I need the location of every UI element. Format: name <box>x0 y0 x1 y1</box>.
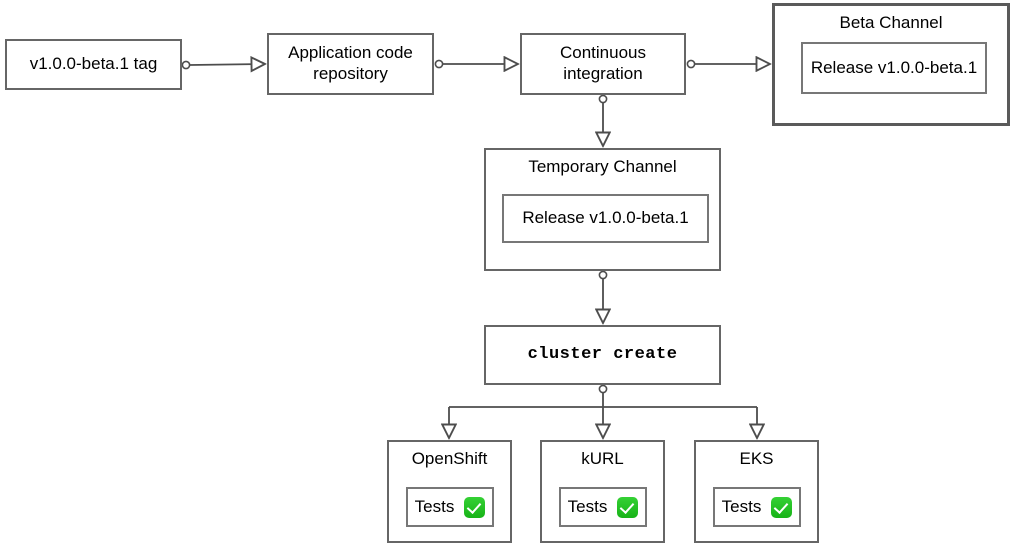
node-application-code-repository-label-line2: repository <box>313 64 388 83</box>
node-eks-tests[interactable]: Tests <box>713 487 801 527</box>
node-kurl-tests[interactable]: Tests <box>559 487 647 527</box>
node-version-tag-label: v1.0.0-beta.1 tag <box>29 54 158 74</box>
node-eks-title: EKS <box>739 449 774 468</box>
node-cluster-create[interactable]: cluster create <box>484 325 721 385</box>
node-kurl-title: kURL <box>581 449 624 468</box>
node-kurl[interactable]: kURL Tests <box>540 440 665 543</box>
node-eks-tests-label: Tests <box>721 496 762 516</box>
node-continuous-integration-label-line1: Continuous <box>559 43 646 63</box>
edge-ci-to-beta-channel <box>686 60 770 67</box>
node-cluster-create-label: cluster create <box>527 344 678 364</box>
node-beta-channel-release[interactable]: Release v1.0.0-beta.1 <box>801 42 987 94</box>
node-temporary-channel-release-label: Release v1.0.0-beta.1 <box>522 208 689 228</box>
node-openshift-tests-label: Tests <box>414 496 455 516</box>
node-beta-channel-release-label: Release v1.0.0-beta.1 <box>810 57 978 77</box>
node-openshift-tests[interactable]: Tests <box>406 487 494 527</box>
green-check-icon <box>617 496 639 518</box>
edge-ci-to-temporary-channel <box>599 94 606 146</box>
node-temporary-channel-release[interactable]: Release v1.0.0-beta.1 <box>502 194 709 243</box>
edge-cluster-create-branch <box>449 384 757 438</box>
node-beta-channel-title: Beta Channel <box>839 13 943 32</box>
node-version-tag[interactable]: v1.0.0-beta.1 tag <box>5 39 182 90</box>
edge-temporary-channel-to-cluster-create <box>599 270 606 323</box>
node-continuous-integration-label-line2: integration <box>563 64 643 83</box>
node-application-code-repository[interactable]: Application code repository <box>267 33 434 95</box>
node-openshift[interactable]: OpenShift Tests <box>387 440 512 543</box>
green-check-icon <box>464 496 486 518</box>
edge-tag-to-repo <box>181 61 265 68</box>
node-openshift-title: OpenShift <box>411 449 488 468</box>
node-kurl-tests-label: Tests <box>567 496 608 516</box>
edge-repo-to-ci <box>434 60 518 67</box>
node-beta-channel[interactable]: Beta Channel Release v1.0.0-beta.1 <box>772 3 1010 126</box>
green-check-icon <box>771 496 793 518</box>
node-eks[interactable]: EKS Tests <box>694 440 819 543</box>
node-application-code-repository-label-line1: Application code <box>288 43 413 63</box>
node-continuous-integration[interactable]: Continuous integration <box>520 33 686 95</box>
node-temporary-channel[interactable]: Temporary Channel Release v1.0.0-beta.1 <box>484 148 721 271</box>
node-temporary-channel-title: Temporary Channel <box>528 157 677 176</box>
